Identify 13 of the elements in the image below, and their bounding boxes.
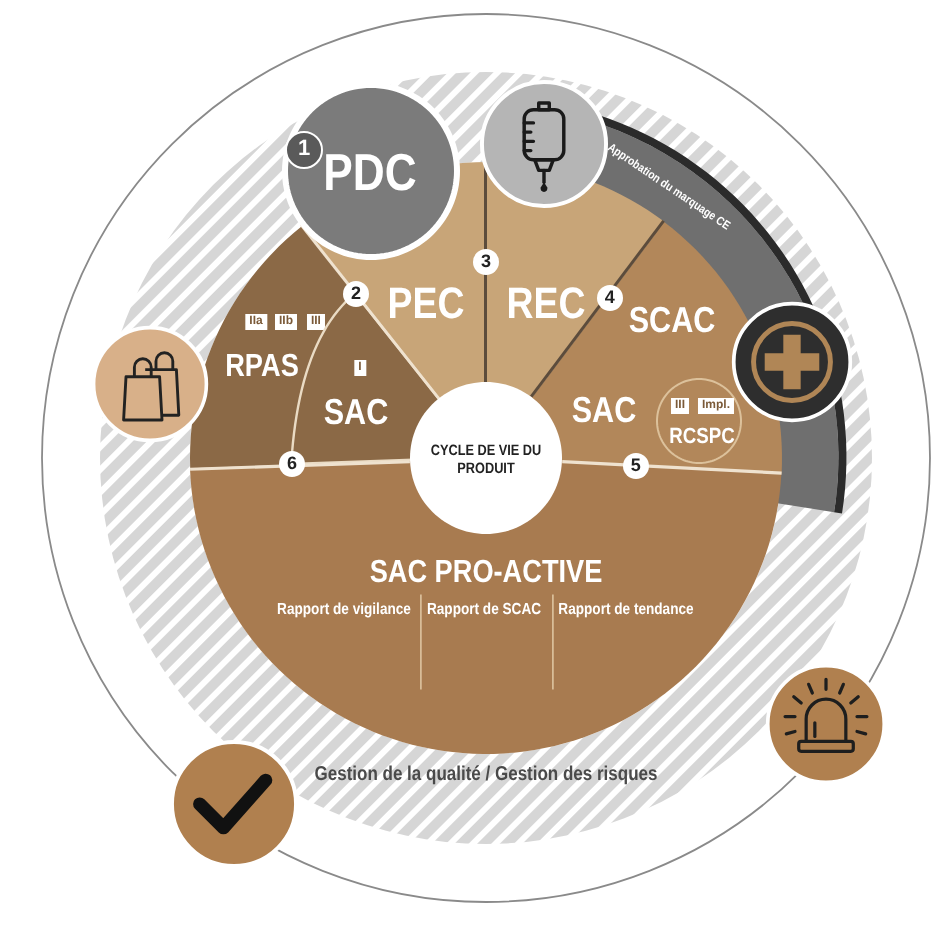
report-label: Rapport de vigilance — [277, 602, 411, 618]
segment-label: SAC — [323, 393, 389, 430]
segment-label: SCAC — [628, 301, 716, 338]
segment-label: SAC PRO-ACTIVE — [369, 558, 603, 590]
segment-label: REC — [506, 282, 586, 326]
segment-label: RCSPC — [669, 426, 735, 449]
segment-label: SAC — [571, 391, 637, 428]
report-label: Rapport de tendance — [558, 602, 694, 618]
segment-label: PEC — [387, 282, 465, 326]
segment-label: RPAS — [225, 351, 299, 384]
report-label: Rapport de SCAC — [426, 602, 542, 618]
ring-label: Gestion de la qualité / Gestion des risques — [314, 766, 658, 786]
phase-label: PDC — [323, 146, 417, 198]
